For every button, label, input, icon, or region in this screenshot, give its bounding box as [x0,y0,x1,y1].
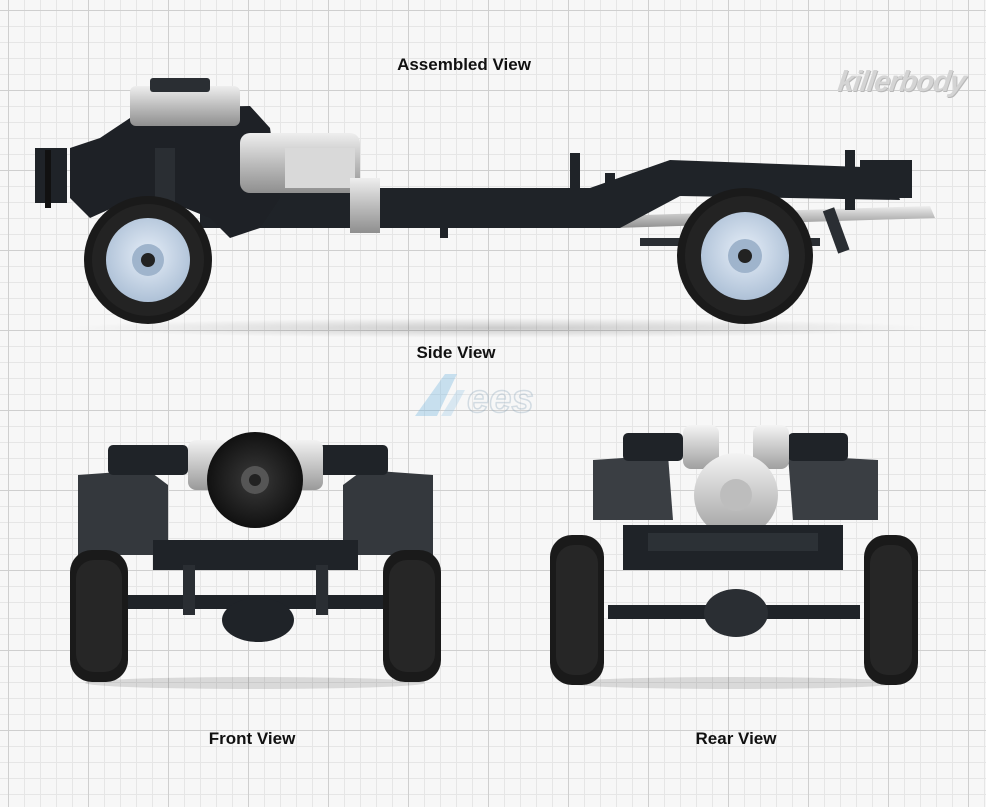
front-view-chassis-image [70,432,441,689]
rear-view-label: Rear View [695,729,777,748]
svg-text:ees: ees [467,377,534,420]
brand-watermark-icon: ees [415,374,535,420]
side-view-chassis-image [35,78,935,338]
assembled-view-label: Assembled View [397,55,531,74]
side-view-label: Side View [416,343,496,362]
front-view-label: Front View [208,729,296,748]
rear-view-chassis-image [550,425,918,689]
